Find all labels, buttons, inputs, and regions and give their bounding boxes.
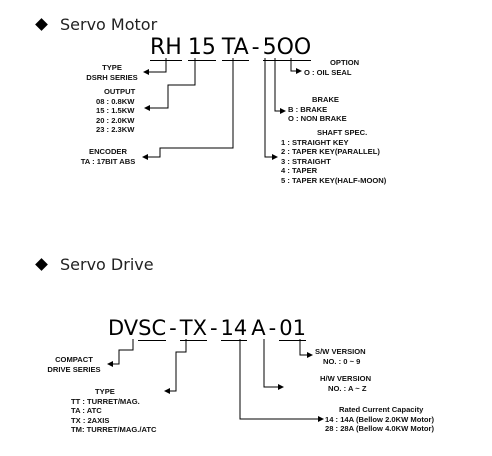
hw-label: H/W VERSION NO. : A ~ Z — [320, 374, 372, 393]
servo-motor-heading: Servo Motor — [34, 15, 157, 34]
code-dash: - — [169, 316, 177, 340]
current-label: Rated Current Capacity 14 : 14A (Bellow … — [325, 405, 434, 434]
current-connector — [239, 339, 324, 422]
sw-label: S/W VERSION NO. : 0 ~ 9 — [315, 347, 366, 366]
code-series: RH — [150, 35, 182, 61]
diamond-bullet-icon — [35, 258, 48, 271]
option-label: OPTION O : OIL SEAL — [304, 58, 360, 77]
type-connector — [143, 58, 167, 75]
brake-connector — [274, 58, 286, 114]
code-sw: 01 — [279, 316, 306, 341]
option-connector — [290, 58, 302, 74]
code-dash: - — [251, 35, 260, 60]
code-hw: A — [251, 316, 266, 340]
type-label: TYPE DSRH SERIES — [86, 63, 138, 82]
compact-label: COMPACT DRIVE SERIES — [47, 355, 101, 374]
output-label: OUTPUT 08 : 0.8KW 15 : 1.5KW 20 : 2.0KW … — [96, 87, 136, 135]
output-connector — [144, 58, 196, 111]
brake-label: BRAKE B : BRAKE O : NON BRAKE — [288, 95, 347, 124]
type-drive-label: TYPE TT : TURRET/MAG. TA : ATC TX : 2AXI… — [71, 387, 157, 435]
code-output: 15 — [187, 35, 216, 61]
code-brake: O — [276, 35, 294, 61]
code-current: 14 — [220, 316, 248, 341]
encoder-connector — [142, 58, 234, 160]
code-type: TX — [179, 316, 207, 341]
code-dash: - — [268, 316, 277, 340]
code-dash: - — [209, 316, 218, 340]
code-series: SC — [138, 316, 167, 341]
sw-connector — [299, 339, 313, 358]
type-drive-connector — [164, 339, 187, 394]
compact-connector — [107, 339, 134, 367]
servo-motor-title: Servo Motor — [60, 15, 158, 34]
shaft-label: SHAFT SPEC. 1 : STRAIGHT KEY 2 : TAPER K… — [281, 128, 387, 185]
code-shaft: 5 — [262, 35, 277, 61]
shaft-connector — [264, 58, 278, 160]
diamond-bullet-icon — [35, 18, 48, 31]
code-dv: DV — [108, 316, 139, 340]
servo-drive-title: Servo Drive — [60, 255, 154, 274]
encoder-label: ENCODER TA : 17BIT ABS — [80, 147, 136, 166]
hw-connector — [263, 339, 284, 390]
servo-drive-heading: Servo Drive — [34, 255, 154, 274]
code-option: O — [293, 35, 312, 61]
code-encoder: TA — [221, 35, 249, 61]
